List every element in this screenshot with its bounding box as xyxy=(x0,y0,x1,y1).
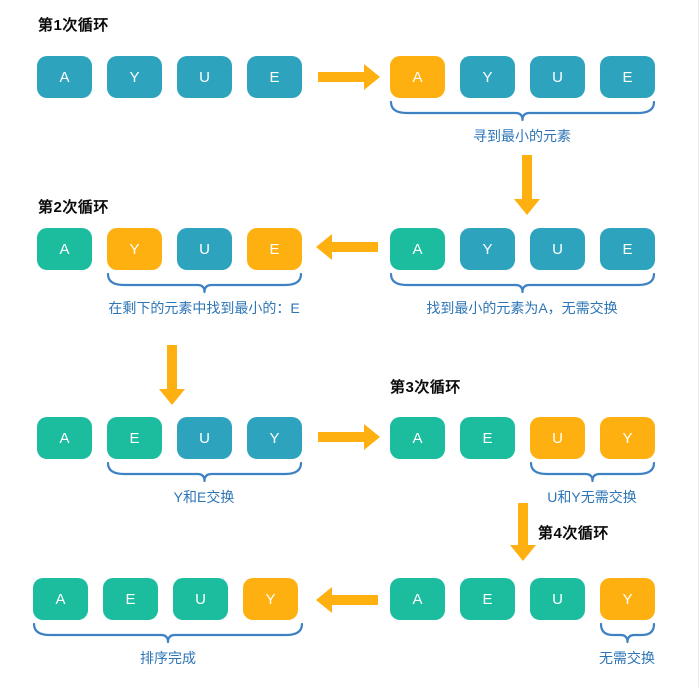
caption: 找到最小的元素为A，无需交换 xyxy=(426,300,618,316)
array-box-Y: Y xyxy=(600,578,655,620)
array-box-U: U xyxy=(530,56,585,98)
caption: 排序完成 xyxy=(140,650,196,666)
array-box-E: E xyxy=(247,228,302,270)
array-box-E: E xyxy=(460,417,515,459)
brace-icon xyxy=(106,272,303,294)
brace-icon xyxy=(106,461,303,483)
array-box-E: E xyxy=(600,228,655,270)
array-box-A: A xyxy=(390,228,445,270)
caption: 无需交换 xyxy=(599,650,655,666)
array-box-E: E xyxy=(600,56,655,98)
loop3-header: 第3次循环 xyxy=(390,379,461,396)
caption: Y和E交换 xyxy=(173,489,235,505)
arrow-down-icon xyxy=(510,503,536,561)
array-box-U: U xyxy=(177,228,232,270)
arrow-down-icon xyxy=(514,155,540,215)
array-box-U: U xyxy=(177,56,232,98)
array-box-Y: Y xyxy=(243,578,298,620)
loop2-header: 第2次循环 xyxy=(38,199,109,216)
array-box-E: E xyxy=(107,417,162,459)
caption: U和Y无需交换 xyxy=(547,489,637,505)
brace-icon xyxy=(599,622,656,644)
arrow-left-icon xyxy=(316,587,378,613)
array-box-Y: Y xyxy=(460,228,515,270)
array-box-Y: Y xyxy=(247,417,302,459)
array-box-U: U xyxy=(530,578,585,620)
arrow-left-icon xyxy=(316,234,378,260)
array-box-A: A xyxy=(37,228,92,270)
brace-icon xyxy=(389,100,656,122)
brace-icon xyxy=(529,461,656,483)
array-box-Y: Y xyxy=(107,56,162,98)
array-box-A: A xyxy=(390,56,445,98)
array-box-U: U xyxy=(177,417,232,459)
array-box-U: U xyxy=(530,228,585,270)
array-box-Y: Y xyxy=(460,56,515,98)
array-box-E: E xyxy=(460,578,515,620)
array-box-U: U xyxy=(173,578,228,620)
array-box-U: U xyxy=(530,417,585,459)
arrow-right-icon xyxy=(318,64,380,90)
array-box-A: A xyxy=(37,417,92,459)
array-box-Y: Y xyxy=(600,417,655,459)
array-box-A: A xyxy=(390,417,445,459)
brace-icon xyxy=(389,272,656,294)
array-box-A: A xyxy=(33,578,88,620)
caption: 寻到最小的元素 xyxy=(473,128,571,144)
loop4-header: 第4次循环 xyxy=(538,525,609,542)
brace-icon xyxy=(32,622,304,644)
array-box-Y: Y xyxy=(107,228,162,270)
array-box-E: E xyxy=(247,56,302,98)
array-box-A: A xyxy=(390,578,445,620)
caption: 在剩下的元素中找到最小的：E xyxy=(108,300,300,316)
arrow-down-icon xyxy=(159,345,185,405)
array-box-A: A xyxy=(37,56,92,98)
array-box-E: E xyxy=(103,578,158,620)
loop1-header: 第1次循环 xyxy=(38,17,109,34)
arrow-right-icon xyxy=(318,424,380,450)
